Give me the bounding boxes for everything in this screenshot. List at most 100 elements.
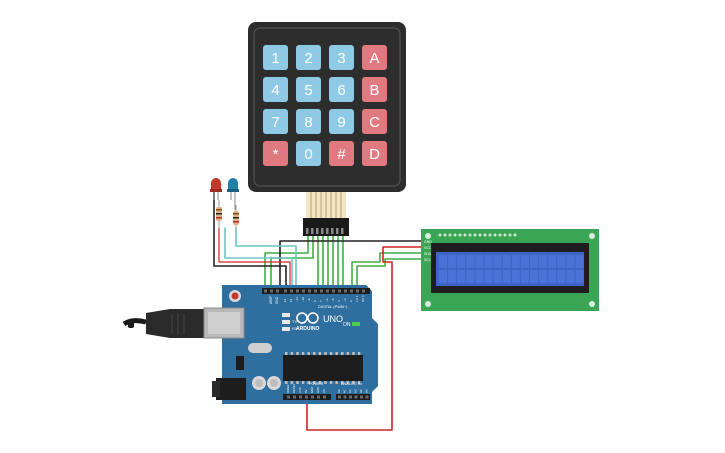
analog-header[interactable] (336, 394, 370, 400)
digital-pin[interactable] (350, 289, 353, 293)
digital-pin[interactable] (344, 289, 347, 293)
digital-pin[interactable] (302, 289, 305, 293)
red-led[interactable] (210, 178, 222, 200)
blue-led[interactable] (227, 178, 239, 210)
digital-pin[interactable] (338, 289, 341, 293)
keypad-key-A[interactable]: A (362, 45, 387, 70)
digital-pin[interactable] (290, 289, 293, 293)
power-pin-label: RESET (292, 383, 296, 393)
keypad-key-*[interactable]: * (263, 141, 288, 166)
lcd-vcc-wire[interactable] (306, 246, 423, 431)
keypad-key-4[interactable]: 4 (263, 77, 288, 102)
digital-pin[interactable] (308, 289, 311, 293)
digital-pin[interactable] (362, 289, 365, 293)
power-pin[interactable] (317, 395, 320, 399)
digital-pin-label: ~10 (301, 297, 305, 302)
keypad-key-label: 2 (304, 50, 312, 67)
led-blue-signal-wire-2[interactable] (224, 227, 293, 293)
gnd-label: GND (275, 296, 279, 304)
keypad-key-7[interactable]: 7 (263, 109, 288, 134)
keypad-key-label: 9 (337, 114, 345, 131)
keypad-key-5[interactable]: 5 (296, 77, 321, 102)
keypad-key-label: 1 (271, 50, 279, 67)
digital-pin-label: 13 (283, 298, 287, 302)
analog-pin-label: A2 (348, 389, 352, 393)
keypad-key-C[interactable]: C (362, 109, 387, 134)
keypad-wires (264, 235, 344, 293)
power-jack[interactable] (216, 378, 246, 400)
lcd-pin-label-sda: SDA (424, 252, 432, 256)
led-rx-label: RX (292, 326, 298, 331)
led-red-signal-wire[interactable] (218, 227, 291, 293)
digital-pin-label: 12 (289, 298, 293, 302)
digital-pin-label: ~6 (325, 298, 329, 302)
power-pin-label: 3.3V (298, 387, 302, 393)
power-pin[interactable] (287, 395, 290, 399)
keypad-key-3[interactable]: 3 (329, 45, 354, 70)
digital-pin-label: 8 (313, 300, 317, 302)
lcd-pin-label-scl: SCL (424, 258, 431, 262)
keypad-key-6[interactable]: 6 (329, 77, 354, 102)
keypad-wire[interactable] (264, 235, 309, 293)
lcd-gnd-wire[interactable] (279, 240, 423, 293)
keypad-key-#[interactable]: # (329, 141, 354, 166)
keypad-key-B[interactable]: B (362, 77, 387, 102)
keypad-key-D[interactable]: D (362, 141, 387, 166)
keypad-key-8[interactable]: 8 (296, 109, 321, 134)
analog-pin[interactable] (360, 395, 363, 399)
led-blue-signal-wire[interactable] (235, 227, 297, 293)
digital-pin[interactable] (320, 289, 323, 293)
power-pin[interactable] (305, 395, 308, 399)
analog-pin[interactable] (343, 395, 347, 399)
digital-header-label: DIGITAL (PWM~) (318, 305, 348, 309)
digital-pin[interactable] (314, 289, 317, 293)
power-pin-label: 5V (304, 389, 308, 393)
keypad-key-2[interactable]: 2 (296, 45, 321, 70)
digital-pin[interactable] (284, 289, 287, 293)
keypad-key-label: 8 (304, 114, 312, 131)
lcd-scl-wire[interactable] (356, 258, 423, 293)
keypad-key-label: 7 (271, 114, 279, 131)
analog-pin[interactable] (365, 395, 369, 399)
digital-pin[interactable] (326, 289, 329, 293)
microcontroller-chip (283, 355, 363, 381)
power-header-label: POWER (309, 382, 324, 386)
keypad-key-label: 4 (271, 82, 279, 99)
lcd-sda-wire[interactable] (351, 252, 423, 293)
analog-pin[interactable] (349, 395, 352, 399)
keypad-key-label: B (369, 82, 379, 99)
keypad-key-label: 6 (337, 82, 345, 99)
keypad-key-1[interactable]: 1 (263, 45, 288, 70)
resistor-blue-led[interactable] (233, 205, 239, 230)
digital-pin-label: RX 0 (361, 295, 365, 302)
power-pin[interactable] (293, 395, 296, 399)
usb-cord (122, 318, 147, 327)
digital-pin[interactable] (296, 289, 299, 293)
keypad-key-label: D (369, 146, 380, 163)
analog-pin-label: A5 (365, 389, 369, 393)
keypad-key-0[interactable]: 0 (296, 141, 321, 166)
power-pin-label: GND (316, 387, 320, 393)
keypad-key-label: 3 (337, 50, 345, 67)
resistor-red-led[interactable] (216, 200, 222, 228)
power-pin-label: IOREF (286, 384, 290, 393)
wires (213, 191, 423, 431)
power-pin[interactable] (299, 395, 302, 399)
led-cathode-wire[interactable] (213, 191, 287, 293)
power-pin[interactable] (311, 395, 314, 399)
analog-pin[interactable] (338, 395, 341, 399)
usb-plug[interactable] (146, 309, 206, 338)
digital-pin[interactable] (356, 289, 359, 293)
analog-header-label: ANALOG IN (341, 382, 362, 386)
digital-pin[interactable] (332, 289, 335, 293)
analog-pin[interactable] (354, 395, 358, 399)
arduino-logo (296, 312, 319, 324)
on-label: ON (343, 322, 351, 328)
keypad-key-9[interactable]: 9 (329, 109, 354, 134)
digital-pin-label: 7 (319, 300, 323, 302)
keypad-key-label: 0 (304, 146, 312, 163)
power-pin[interactable] (323, 395, 326, 399)
